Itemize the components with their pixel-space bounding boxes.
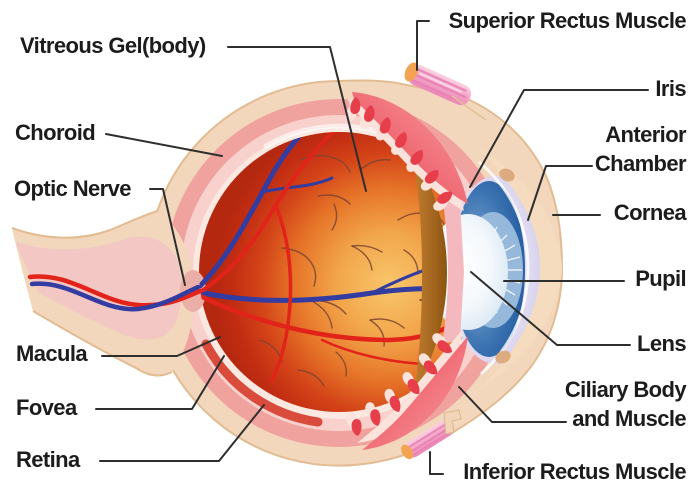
leader-lines: [95, 20, 649, 475]
inferior-rectus-muscle-shape: [401, 420, 453, 460]
optic-nerve-structure: [11, 210, 206, 377]
label-cornea: Cornea: [613, 200, 687, 225]
label-optic-nerve: Optic Nerve: [14, 176, 132, 201]
leader-choroid: [105, 133, 223, 157]
cornea-shape: [477, 147, 562, 390]
leader-fovea: [95, 355, 225, 410]
leader-superior-rectus: [416, 20, 430, 71]
leader-iris: [469, 89, 649, 188]
leader-ciliary-body: [458, 386, 567, 423]
leader-inferior-rectus: [429, 451, 444, 475]
label-macula: Macula: [16, 341, 88, 366]
ciliary-body-lower: [345, 329, 468, 450]
label-inferior-rectus: Inferior Rectus Muscle: [463, 459, 686, 484]
label-iris: Iris: [655, 76, 686, 101]
label-choroid: Choroid: [15, 120, 96, 145]
leader-optic-nerve: [149, 188, 186, 286]
leader-vitreous-gel: [227, 46, 367, 192]
superior-rectus-muscle-shape: [404, 62, 472, 106]
label-superior-rectus: Superior Rectus Muscle: [448, 8, 687, 33]
label-ciliary-body: Ciliary Body and Muscle: [564, 377, 687, 431]
label-fovea: Fovea: [16, 395, 77, 420]
label-retina: Retina: [16, 447, 80, 472]
ciliary-body-upper: [345, 92, 468, 214]
central-artery: [27, 274, 203, 308]
leader-retina: [99, 404, 265, 462]
tendon-tab: [443, 409, 462, 435]
lens-junction: [412, 150, 464, 394]
muscle-attachment-dots: [495, 168, 515, 364]
label-vitreous-gel: Vitreous Gel(body): [20, 33, 206, 58]
leader-anterior-chamber: [527, 165, 593, 221]
central-vein: [29, 281, 201, 312]
label-lens: Lens: [637, 331, 687, 356]
label-anterior-chamber: Anterior Chamber: [594, 122, 687, 176]
leader-lens: [470, 271, 631, 346]
label-pupil: Pupil: [635, 266, 686, 291]
retina-layer: [201, 339, 323, 427]
leader-macula: [101, 336, 221, 357]
tendon-seam: [451, 95, 487, 121]
